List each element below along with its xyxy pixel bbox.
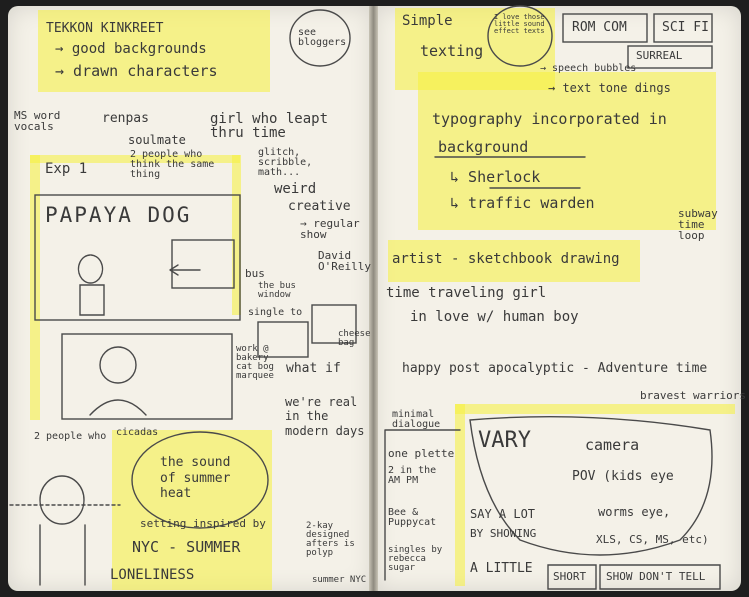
papaya-figure	[77, 254, 105, 316]
shot-types-note: XLS, CS, MS, etc)	[596, 533, 709, 546]
camera-label: camera	[585, 436, 640, 454]
happy-post-apocalyptic-note: happy post apocalyptic - Adventure time	[402, 361, 708, 376]
two-in-the-am-pm-note: 2 in the AM PM	[388, 465, 437, 486]
bakery-panel	[257, 321, 309, 358]
circle-note	[487, 5, 553, 67]
good-backgrounds-note: → good backgrounds	[55, 41, 207, 57]
sound-of-summer-note: the sound of summer heat	[160, 455, 231, 502]
second-panel	[61, 333, 233, 420]
rom-com-label: ROM COM	[572, 20, 627, 35]
text-tone-dings-note: → text tone dings	[548, 81, 671, 95]
highlight-summer	[112, 430, 272, 590]
rom-com-box	[562, 13, 648, 43]
two-kay-note: 2-kay designed afters is polyp	[306, 521, 355, 558]
cheese-panel	[311, 304, 357, 344]
bus-window-frame	[171, 239, 235, 289]
highlight-bottom-left	[455, 404, 465, 586]
weird-note: weird	[274, 181, 317, 197]
subway-time-loop-note: subway time loop	[678, 207, 718, 242]
vary-label: VARY	[478, 428, 531, 453]
camera-cloud	[469, 415, 713, 556]
two-people-bottom-note: 2 people who	[34, 431, 107, 442]
arrow-to-window	[169, 264, 201, 276]
cheese-bag-note: cheese bag	[338, 329, 371, 348]
loneliness-label: LONELINESS	[110, 567, 195, 583]
bus-note: bus	[245, 267, 265, 280]
highlight-artist	[388, 240, 640, 282]
tekkon-kinkreet-title: TEKKON KINKREET	[46, 21, 164, 36]
girl-who-leapt-note: girl who leapt thru time	[210, 111, 329, 141]
show-dont-tell-label: SHOW DON'T TELL	[606, 570, 706, 583]
short-label: SHORT	[553, 570, 587, 583]
worms-eye-note: worms eye,	[598, 505, 671, 519]
regular-show-note: → regular show	[300, 217, 360, 241]
highlight-exp1-top	[30, 155, 240, 163]
highlight-header	[38, 10, 270, 92]
summer-bubble	[131, 431, 269, 529]
bravest-warriors-note: bravest warriors	[640, 389, 746, 402]
face-sketch	[99, 346, 137, 384]
bee-puppycat-note: Bee & Puppycat	[388, 507, 437, 528]
traffic-warden-note: ↳ traffic warden	[450, 194, 595, 212]
highlight-exp1-right	[232, 155, 241, 315]
setting-inspired-note: setting inspired by	[140, 517, 266, 530]
david-oreilly-note: David O'Reilly	[318, 249, 371, 273]
show-box	[599, 564, 721, 590]
minimal-dialogue-note: minimal dialogue	[392, 409, 441, 430]
ms-word-vocals-note: MS word vocals	[14, 109, 61, 133]
surreal-box	[627, 45, 713, 69]
typography-note: typography incorporated in	[432, 110, 667, 128]
what-if-note: what if	[286, 361, 341, 376]
nyc-summer-label: NYC - SUMMER	[132, 538, 241, 556]
soulmate-note: soulmate	[128, 133, 186, 147]
highlight-typography	[418, 72, 716, 230]
surreal-label: SURREAL	[636, 49, 683, 62]
minimal-box	[384, 429, 461, 581]
singles-by-note: singles by rebecca sugar	[388, 545, 443, 573]
bottom-figure-head	[39, 475, 85, 525]
creative-note: creative	[288, 199, 351, 214]
by-showing-label: BY SHOWING	[470, 527, 537, 540]
papaya-dog-frame	[34, 194, 241, 321]
notebook-gutter	[369, 6, 378, 591]
simple-note: Simple	[402, 13, 453, 29]
speech-bubbles-note: → speech bubbles	[540, 63, 637, 74]
two-people-note: 2 people who think the same thing	[130, 149, 215, 180]
exp1-label: Exp 1	[45, 161, 88, 177]
work-at-note: work @ bakery cat bog marquee	[236, 344, 274, 381]
papaya-dog-title: PAPAYA DOG	[45, 203, 192, 227]
glitch-note: glitch, scribble, math...	[258, 147, 313, 178]
body-sketch	[89, 399, 147, 416]
one-plette-note: one plette	[388, 447, 455, 460]
short-box	[547, 564, 597, 590]
bus-window-note: the bus window	[258, 281, 296, 300]
in-love-note: in love w/ human boy	[410, 309, 579, 325]
highlight-bottom-frame	[455, 404, 735, 414]
cicadas-note: cicadas	[116, 427, 159, 438]
we-were-real-note: we're real in the modern days	[285, 395, 365, 438]
bloggers-circle	[289, 9, 351, 67]
background-note: background	[438, 138, 529, 156]
sherlock-note: ↳ Sherlock	[450, 168, 541, 186]
artist-sketchbook-note: artist - sketchbook drawing	[392, 251, 620, 267]
circle-note-text: I love those little sound effect texts	[494, 13, 545, 35]
bottom-figure-body	[39, 524, 86, 586]
texting-note: texting	[420, 42, 484, 60]
renpas-note: renpas	[102, 111, 149, 126]
summer-nyc-note: summer NYC	[312, 575, 367, 585]
single-to-note: single to	[248, 307, 303, 318]
drawn-characters-note: → drawn characters	[55, 62, 218, 80]
see-bloggers-note: see bloggers	[298, 27, 347, 48]
a-little-label: A LITTLE	[470, 561, 533, 576]
pov-note: POV (kids eye	[572, 469, 674, 484]
sci-fi-label: SCI FI	[662, 20, 709, 35]
say-a-lot-label: SAY A LOT	[470, 507, 536, 521]
sci-fi-box	[653, 13, 713, 43]
time-traveling-girl-note: time traveling girl	[386, 285, 547, 301]
